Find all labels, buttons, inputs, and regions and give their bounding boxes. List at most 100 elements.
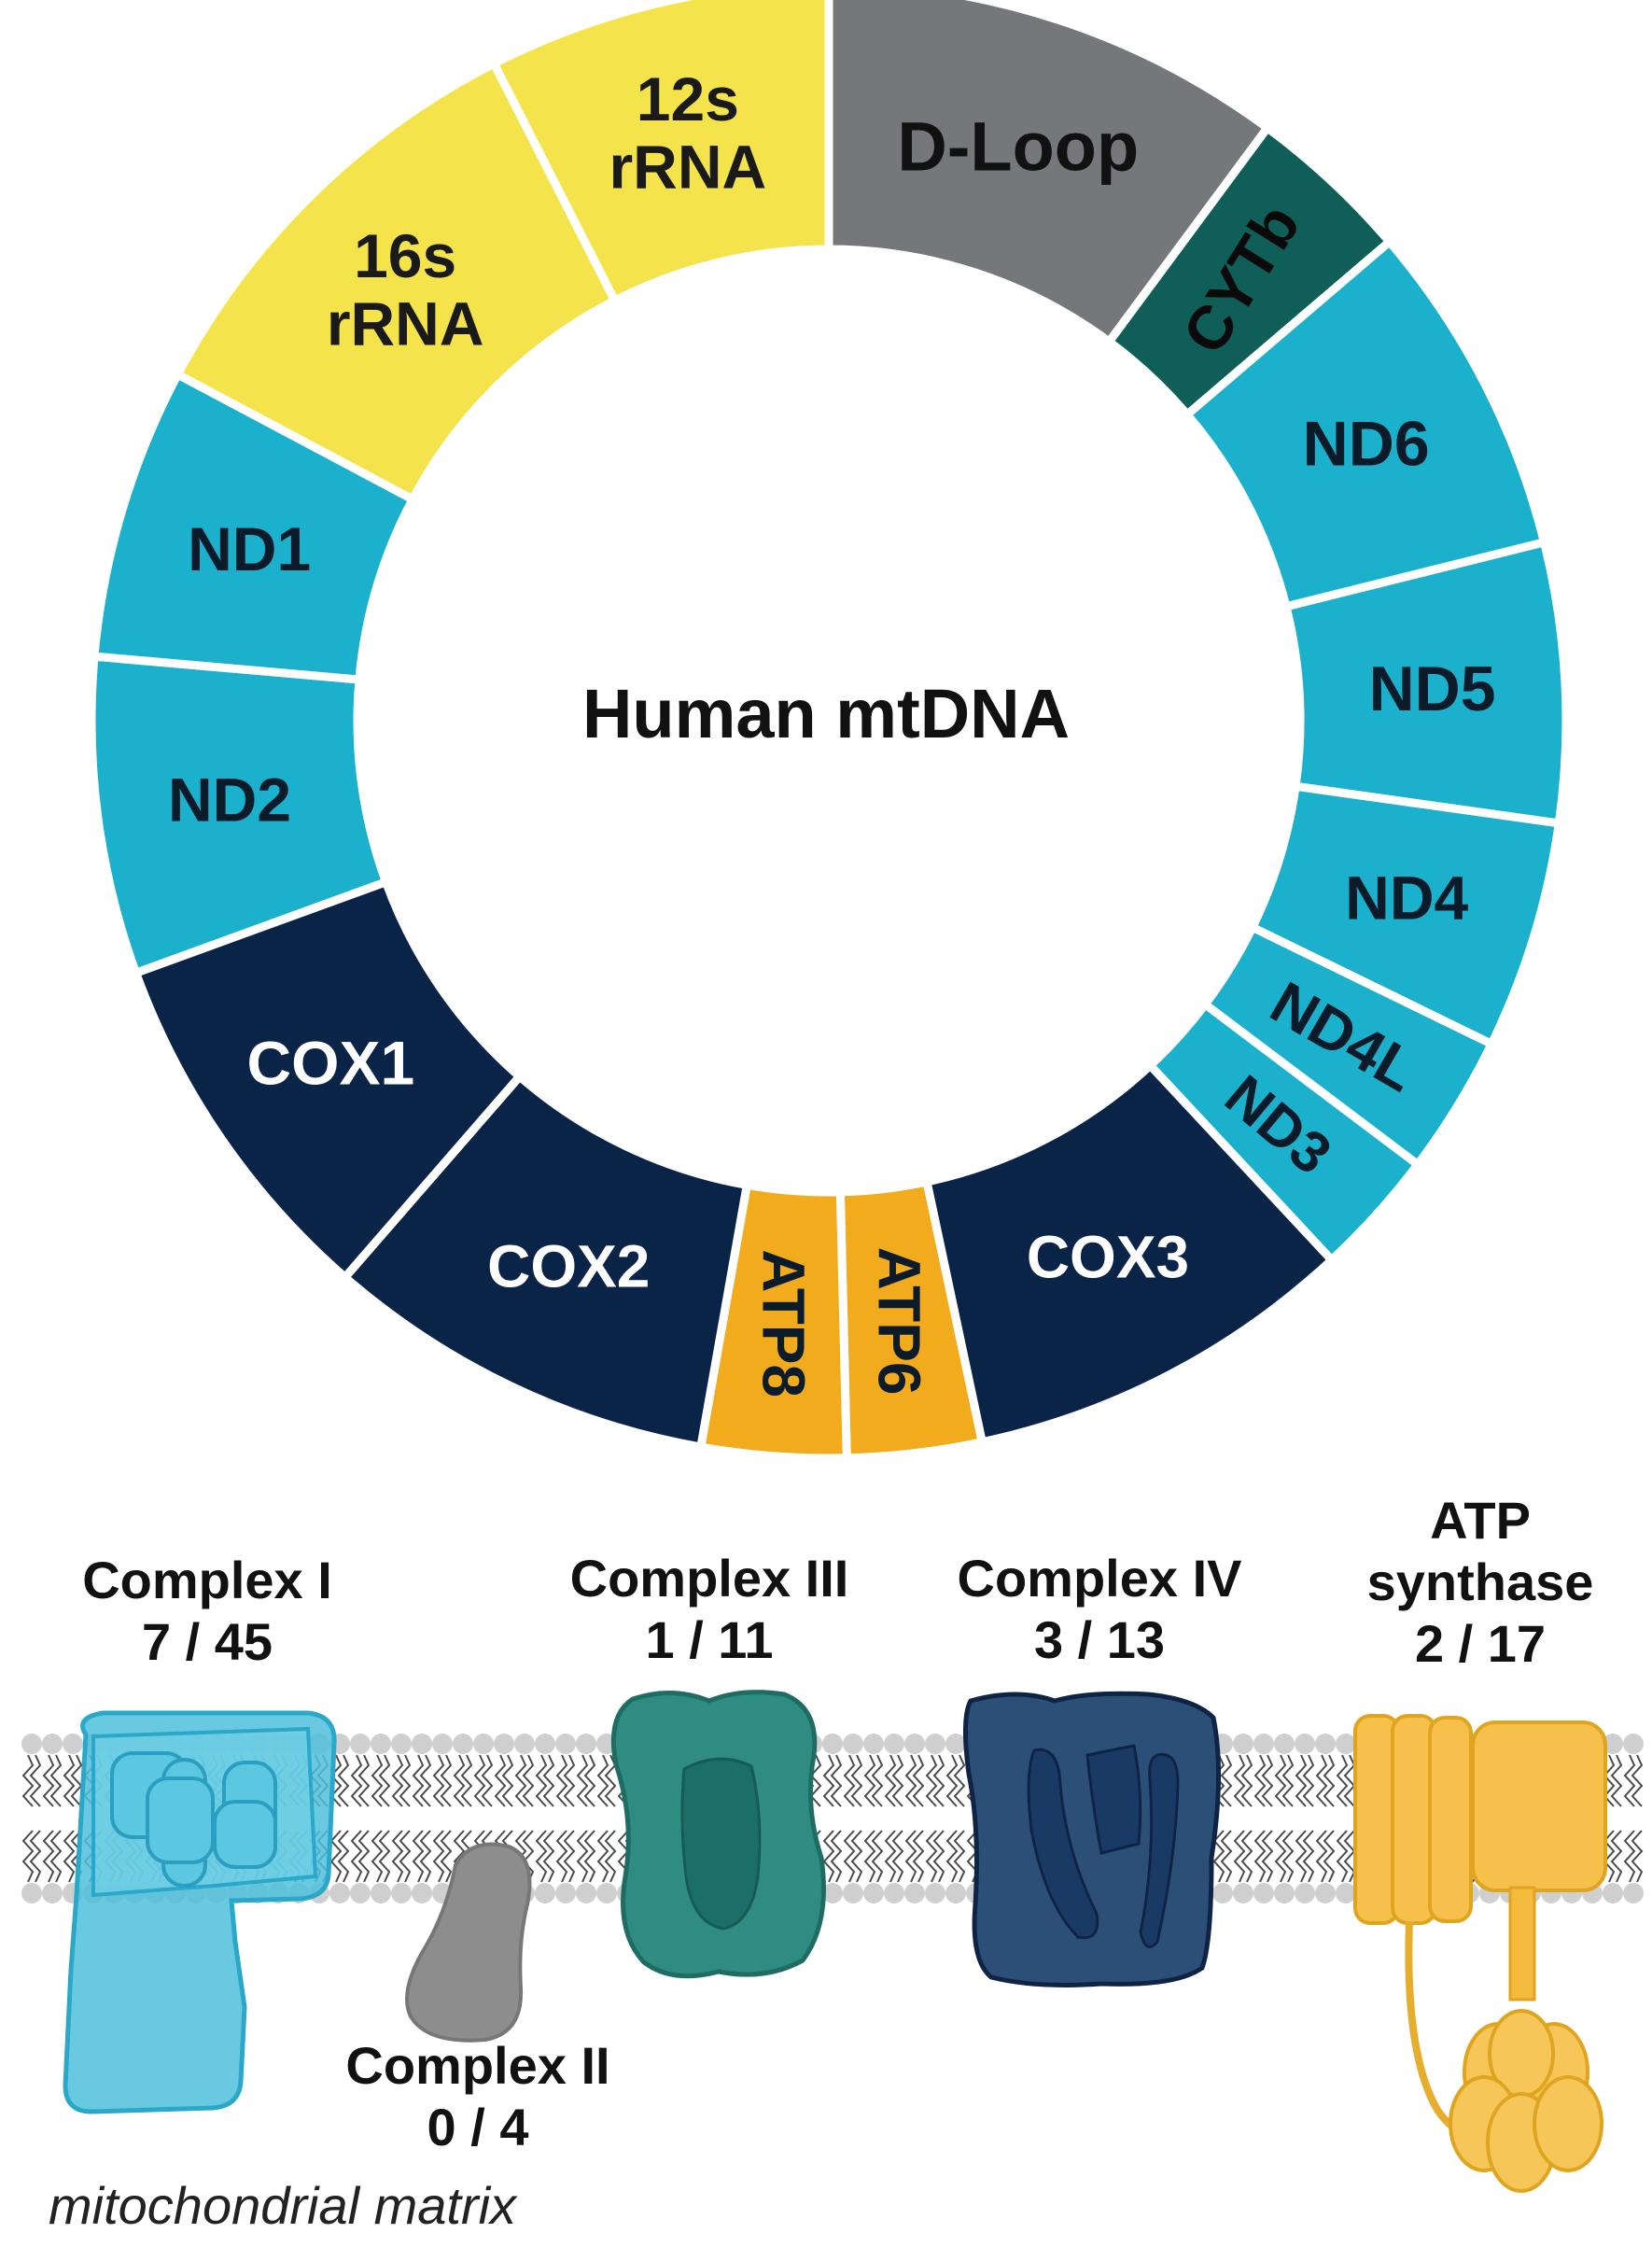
lipid-tail [432, 1830, 453, 1883]
lipid-tail [576, 1754, 596, 1807]
lipid-head [822, 1883, 843, 1903]
lipid-head [1274, 1734, 1295, 1754]
lipid-tail [1623, 1830, 1644, 1883]
lipid-tail [925, 1754, 945, 1807]
lipid-tail [391, 1754, 412, 1807]
lipid-tail [822, 1830, 843, 1883]
lipid-head [42, 1883, 63, 1903]
lipid-head [863, 1734, 884, 1754]
lipid-head [884, 1734, 904, 1754]
lipid-tail [904, 1754, 925, 1807]
ring-title: Human mtDNA [582, 675, 1070, 752]
lipid-head [1295, 1883, 1315, 1903]
lipid-tail [1623, 1754, 1644, 1807]
lipid-tail [432, 1754, 453, 1807]
lipid-tail [1336, 1754, 1356, 1807]
lipid-tail [555, 1754, 576, 1807]
lipid-head [473, 1734, 494, 1754]
lipid-tail [63, 1754, 83, 1807]
lipid-tail [1295, 1754, 1315, 1807]
lipid-tail [371, 1754, 391, 1807]
lipid-head [904, 1883, 925, 1903]
lipid-head [1623, 1734, 1644, 1754]
lipid-tail [843, 1754, 863, 1807]
lipid-head [412, 1883, 432, 1903]
matrix-label: mitochondrial matrix [49, 2176, 518, 2235]
lipid-head [371, 1883, 391, 1903]
lipid-tail [391, 1830, 412, 1883]
lipid-head [576, 1734, 596, 1754]
segment-label-cox3: COX3 [1027, 1223, 1189, 1290]
lipid-head [555, 1883, 576, 1903]
lipid-tail [884, 1754, 904, 1807]
protein-complexes [63, 1690, 1607, 2193]
atp-synthase-shape [1353, 1714, 1607, 2193]
lipid-tail [350, 1754, 371, 1807]
lipid-head [1295, 1734, 1315, 1754]
lipid-head [1212, 1883, 1233, 1903]
lipid-tail [21, 1830, 42, 1883]
lipid-tail [1212, 1830, 1233, 1883]
lipid-tail [863, 1830, 884, 1883]
lipid-head [945, 1883, 966, 1903]
complex-ii-shape [405, 1842, 532, 2043]
lipid-tail [350, 1830, 371, 1883]
lipid-head [1603, 1883, 1623, 1903]
lipid-tail [412, 1830, 432, 1883]
lipid-tail [904, 1830, 925, 1883]
lipid-tail [371, 1830, 391, 1883]
lipid-head [1623, 1883, 1644, 1903]
complex-iii-shape [610, 1690, 826, 1979]
lipid-head [1336, 1883, 1356, 1903]
segment-label-atp8: ATP8 [749, 1249, 817, 1397]
lipid-head [329, 1883, 350, 1903]
lipid-head [391, 1734, 412, 1754]
lipid-tail [1274, 1754, 1295, 1807]
lipid-head [1336, 1734, 1356, 1754]
lipid-tail [1233, 1754, 1253, 1807]
lipid-head [535, 1883, 555, 1903]
lipid-head [1233, 1883, 1253, 1903]
lipid-head [843, 1883, 863, 1903]
lipid-tail [1295, 1830, 1315, 1883]
segment-label-atp6: ATP6 [866, 1247, 933, 1396]
lipid-tail [329, 1830, 350, 1883]
lipid-head [596, 1883, 617, 1903]
lipid-tail [596, 1754, 617, 1807]
lipid-head [535, 1734, 555, 1754]
lipid-tail [494, 1754, 514, 1807]
segment-label-nd2: ND2 [168, 765, 291, 835]
lipid-head [925, 1734, 945, 1754]
lipid-head [494, 1734, 514, 1754]
lipid-head [1315, 1734, 1336, 1754]
lipid-head [453, 1734, 473, 1754]
lipid-tail [42, 1830, 63, 1883]
lipid-tail [945, 1754, 966, 1807]
lipid-tail [576, 1830, 596, 1883]
lipid-head [350, 1734, 371, 1754]
lipid-tail [1253, 1830, 1274, 1883]
segment-label-cox2: COX2 [487, 1232, 650, 1299]
lipid-head [1274, 1883, 1295, 1903]
segment-label-nd6: ND6 [1303, 409, 1430, 480]
lipid-head [1603, 1734, 1623, 1754]
lipid-tail [945, 1830, 966, 1883]
lipid-tail [42, 1754, 63, 1807]
lipid-head [576, 1883, 596, 1903]
lipid-tail [822, 1754, 843, 1807]
segment-label-d-loop: D-Loop [897, 108, 1139, 186]
lipid-tail [514, 1754, 535, 1807]
lipid-head [412, 1734, 432, 1754]
lipid-tail [473, 1754, 494, 1807]
lipid-head [555, 1734, 576, 1754]
lipid-head [925, 1883, 945, 1903]
complex-i-shape [63, 1710, 337, 2114]
lipid-head [863, 1883, 884, 1903]
